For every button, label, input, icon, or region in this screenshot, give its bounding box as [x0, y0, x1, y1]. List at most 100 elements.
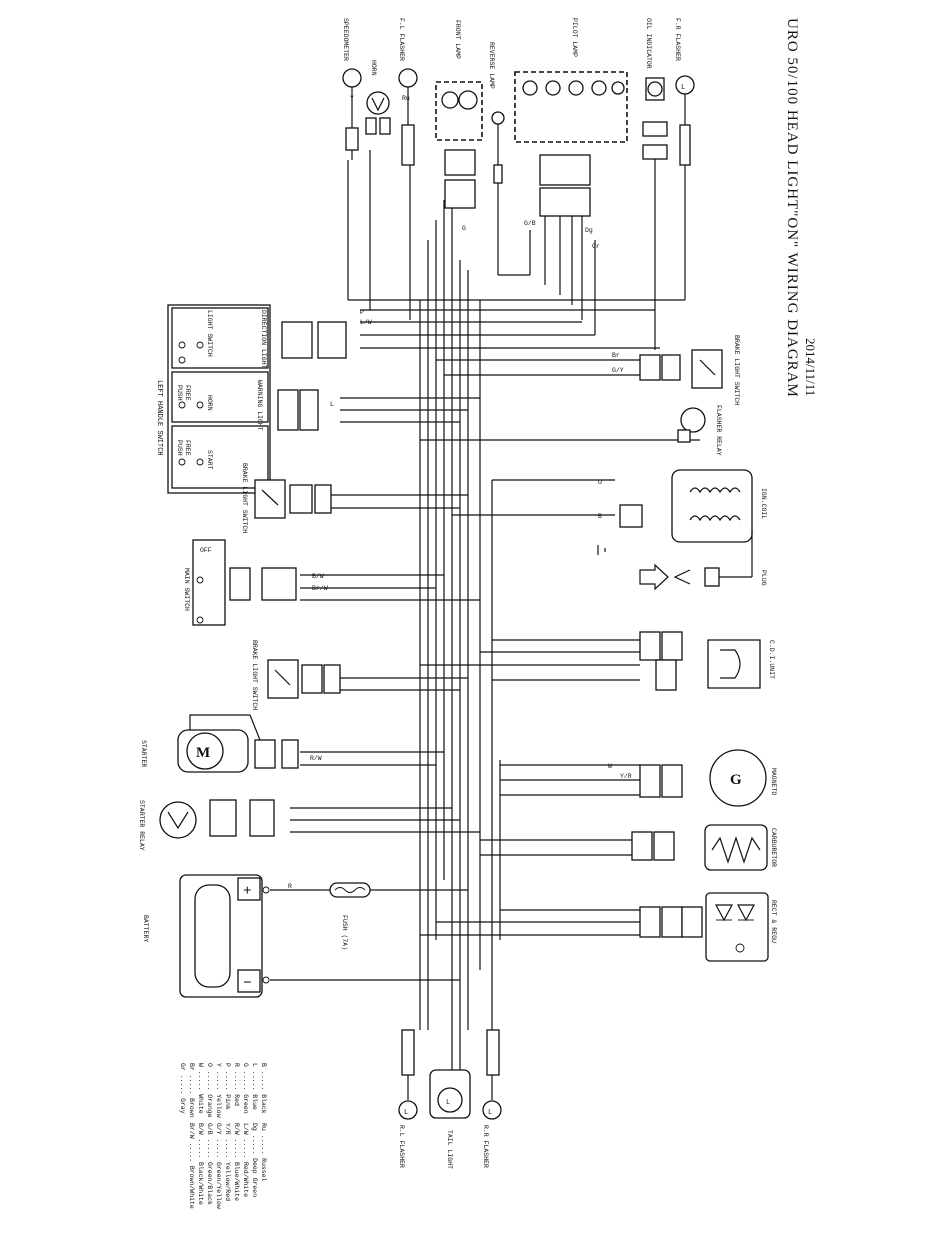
ign-coil-label: IGN.COIL	[760, 488, 767, 519]
legend-item: G ..... Green	[242, 1063, 249, 1114]
magneto-label: MAGNETO	[770, 768, 777, 795]
left-handle-switch-label: LEFT HANDLE SWITCH	[155, 380, 163, 456]
battery-label: BATTERY	[142, 915, 149, 942]
main-switch-label: MAIN SWITCH	[183, 568, 190, 611]
front-lamp: FRONT LAMP	[435, 20, 483, 209]
brake-light-switch-right-label: BRAKE LIGHT SWITCH	[733, 335, 740, 405]
brake-light-switch-2: BRAKE LIGHT SWITCH	[241, 463, 332, 533]
wire-label: L/W	[360, 319, 372, 326]
starter-motor: M STARTER	[140, 714, 299, 773]
rr-flasher-label: R.R FLASHER	[482, 1125, 489, 1168]
legend-item: G/B ..... Green/Black	[206, 1123, 213, 1205]
main-switch-off-label: OFF	[200, 547, 212, 554]
legend-item: Gr ..... Gray	[179, 1063, 186, 1114]
legend-item: P ..... Pink	[224, 1063, 231, 1110]
legend-item: Y/R ..... Yellow/Red	[224, 1123, 231, 1201]
legend-item: Br/W ..... Brown/White	[188, 1123, 195, 1209]
lamp-symbol: L	[446, 1099, 450, 1107]
direction-light-label: DIRECTION LIGHT	[260, 310, 267, 369]
cdi-unit: C.D.I.UNIT	[639, 631, 775, 691]
legend-item: G/Y ..... Green/Yellow	[215, 1123, 222, 1209]
carburetor-label: CARBURETOR	[770, 828, 777, 867]
wire-label: G/Y	[612, 367, 624, 374]
brake-light-switch-3-label: BRAKE LIGHT SWITCH	[251, 640, 258, 710]
wire-label: Br/W	[312, 585, 328, 592]
harness-cross-lines	[270, 299, 700, 981]
magneto: G MAGNETO	[639, 749, 777, 807]
fl-flasher: F.L FLASHER	[398, 18, 418, 166]
push-label: PUSH	[176, 385, 183, 401]
horn: HORN	[365, 60, 391, 135]
diagram-title: URO 50/100 HEAD LIGHT"ON" WIRING DIAGRAM	[784, 18, 800, 398]
wire-label: B	[598, 513, 602, 520]
wire-color-labels: G/B Dg Gr Br G/Y L L/W P B R/W Y/R W O R…	[288, 95, 632, 890]
legend-item: Y ..... Yellow	[215, 1063, 222, 1118]
lamp-symbol: L	[681, 84, 685, 92]
handle-switch-connectors	[277, 321, 347, 431]
fl-flasher-label: F.L FLASHER	[398, 18, 405, 61]
fr-flasher-label: F.R FLASHER	[674, 18, 681, 61]
rl-flasher: L R.L FLASHER	[398, 1029, 418, 1168]
push-label-2: PUSH	[176, 440, 183, 456]
legend-right: Ru ..... Russel Dg ..... Deep Green L/W …	[188, 1123, 267, 1209]
motor-symbol: M	[196, 745, 210, 761]
fuse: FUSH (7A)	[320, 882, 380, 950]
rectifier-regulator: RECT & REGU	[639, 892, 777, 962]
legend-item: O ..... Orange	[206, 1063, 213, 1118]
legend-item: Dg ..... Deep Green	[251, 1123, 258, 1197]
starter-relay: STARTER RELAY	[138, 799, 275, 851]
horn-label: HORN	[370, 60, 377, 76]
wire-label: Y/R	[620, 773, 632, 780]
tail-light-label: TAIL LIGHT	[446, 1130, 453, 1169]
legend-item: W ..... White	[197, 1063, 204, 1114]
legend-item: Ru ..... Russel	[260, 1123, 267, 1182]
front-lamp-label: FRONT LAMP	[454, 20, 461, 59]
left-handle-switch[interactable]: DIRECTION LIGHT LIGHT SWITCH WARNING LIG…	[155, 304, 271, 494]
speedometer-label: SPEEDOMETER	[342, 18, 349, 61]
reverse-lamp: REVERSE LAMP	[488, 42, 505, 184]
free-label-2: FREE	[184, 440, 191, 456]
wire-label: Y	[350, 95, 354, 102]
speedometer: SPEEDOMETER	[342, 18, 362, 160]
wire-label: Br	[612, 352, 620, 359]
fr-flasher: L F.R FLASHER	[674, 18, 695, 166]
free-label: FREE	[184, 385, 191, 401]
oil-indicator-label: OIL INDICATOR	[645, 18, 652, 69]
legend-item: R/W ..... Blue/White	[233, 1123, 240, 1201]
wire-label: G/B	[524, 220, 536, 227]
starter-relay-label: STARTER RELAY	[138, 800, 145, 851]
brake-light-switch-2-label: BRAKE LIGHT SWITCH	[241, 463, 248, 533]
legend-item: Br ..... Brown	[188, 1063, 195, 1118]
carburetor: CARBURETOR	[631, 824, 777, 871]
wire-label: L	[330, 401, 334, 408]
horn-switch-label: HORN	[206, 395, 213, 411]
main-switch[interactable]: OFF MAIN SWITCH	[183, 539, 297, 626]
lamp-symbol: L	[404, 1109, 408, 1117]
wire-label: R/W	[310, 755, 322, 762]
starter-label: STARTER	[140, 740, 147, 767]
wire-label: Ru	[402, 95, 410, 102]
brake-light-switch-right: BRAKE LIGHT SWITCH	[639, 335, 740, 405]
pilot-lamp-label: PILOT LAMP	[571, 18, 578, 57]
battery: + − BATTERY	[142, 874, 270, 998]
fuse-label: FUSH (7A)	[341, 915, 348, 950]
wire-label: Dg	[585, 227, 593, 234]
tail-light: L TAIL LIGHT	[429, 1030, 471, 1169]
diagram-date: 2014/11/11	[803, 338, 818, 396]
magneto-symbol: G	[730, 772, 742, 788]
rr-flasher: L R.R FLASHER	[482, 1029, 502, 1168]
legend-item: L/W ..... Red/White	[242, 1123, 249, 1197]
wire-label: W	[608, 763, 612, 770]
wire-label: B/W	[312, 573, 324, 580]
reverse-lamp-label: REVERSE LAMP	[488, 42, 495, 89]
warning-light-label: WARNING LIGHT	[256, 380, 263, 431]
rect-regu-label: RECT & REGU	[770, 900, 777, 943]
light-switch-label: LIGHT SWITCH	[206, 310, 213, 357]
start-switch-label: START	[206, 450, 213, 470]
cdi-unit-label: C.D.I.UNIT	[768, 640, 775, 679]
wire-label: Gr	[592, 243, 600, 250]
color-legend: B ..... Black L ..... Blue G ..... Green…	[179, 1063, 267, 1209]
oil-indicator: OIL INDICATOR	[642, 18, 668, 160]
legend-item: B ..... Black	[260, 1063, 267, 1114]
ignition-coil: IGN.COIL PLUG	[597, 469, 767, 591]
